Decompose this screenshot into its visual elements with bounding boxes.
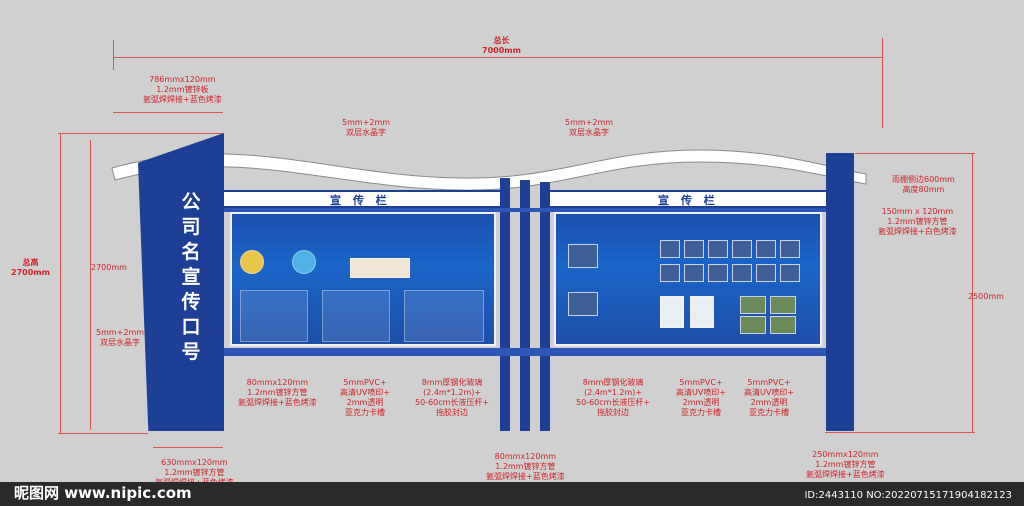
right-portrait-1 [568, 244, 598, 268]
total-length-tick-right [882, 38, 883, 128]
left-block-3 [404, 290, 484, 342]
right-photo-16 [770, 316, 796, 334]
right-doc-1 [660, 296, 684, 328]
left-tower [138, 133, 224, 431]
total-height-tick-top [58, 133, 223, 134]
right-base-line [825, 432, 855, 433]
tower-slogan: 公司名 宣传口号 [181, 191, 201, 363]
right-photo-5 [756, 240, 776, 258]
center-post-1 [500, 178, 510, 431]
right-photo-10 [732, 264, 752, 282]
watermark-site: 昵图网 www.nipic.com [14, 484, 192, 502]
ann-glass-right: 8mm厚钢化玻璃(2.4m*1.2m)+50-60cm长液压杆+拖胶封边 [576, 378, 651, 417]
left-block-1 [240, 290, 308, 342]
left-chart-2 [292, 250, 316, 274]
center-post-3 [540, 182, 550, 431]
right-photo-8 [684, 264, 704, 282]
total-height-line [60, 133, 61, 433]
title-bar-left [224, 190, 500, 208]
right-photo-11 [756, 264, 776, 282]
right-photo-14 [770, 296, 796, 314]
right-photo-6 [780, 240, 800, 258]
right-photo-4 [732, 240, 752, 258]
title-right: 宣 传 栏 [658, 194, 719, 207]
board-left [230, 212, 496, 346]
right-photo-1 [660, 240, 680, 258]
height-2700-line [90, 140, 91, 430]
ann-pvc-left: 5mmPVC+高清UV喷印+2mm透明亚克力卡槽 [340, 378, 391, 417]
right-photo-2 [684, 240, 704, 258]
right-photo-3 [708, 240, 728, 258]
ann-height-2500: 2500mm [968, 292, 1004, 301]
ann-glass-left: 8mm厚钢化玻璃(2.4m*1.2m)+50-60cm长液压杆+拖胶封边 [415, 378, 490, 417]
ann-height-2700: 2700mm [91, 263, 127, 272]
right-doc-2 [690, 296, 714, 328]
total-length-line [113, 57, 883, 58]
right-photo-12 [780, 264, 800, 282]
right-photo-13 [740, 296, 766, 314]
watermark-id: ID:2443110 NO:20220715171904182123 [804, 490, 1012, 501]
title-bar-right [550, 190, 826, 208]
left-photo [350, 258, 410, 278]
height-2500-line [972, 153, 973, 433]
center-post-2 [520, 180, 530, 431]
right-post [826, 153, 854, 431]
height-2500-tick-top [855, 153, 975, 154]
board-right [554, 212, 822, 346]
ann-pvc-mid: 5mmPVC+高清UV喷印+2mm透明亚克力卡槽 [676, 378, 727, 417]
watermark-bar: 昵图网 www.nipic.com ID:2443110 NO:20220715… [0, 482, 1024, 506]
left-chart-1 [240, 250, 264, 274]
rail-bottom [224, 348, 826, 356]
left-block-2 [322, 290, 390, 342]
ann-pvc-right: 5mmPVC+高清UV喷印+2mm透明亚克力卡槽 [744, 378, 795, 417]
right-photo-9 [708, 264, 728, 282]
right-photo-7 [660, 264, 680, 282]
rail-top [224, 208, 826, 212]
total-height-tick-bottom [58, 433, 148, 434]
top-left-line [113, 112, 223, 113]
height-2500-tick-bottom [855, 432, 975, 433]
tower-base-line [153, 447, 223, 448]
right-portrait-2 [568, 292, 598, 316]
total-length-tick-left [113, 40, 114, 70]
right-photo-15 [740, 316, 766, 334]
title-left: 宣 传 栏 [330, 194, 391, 207]
